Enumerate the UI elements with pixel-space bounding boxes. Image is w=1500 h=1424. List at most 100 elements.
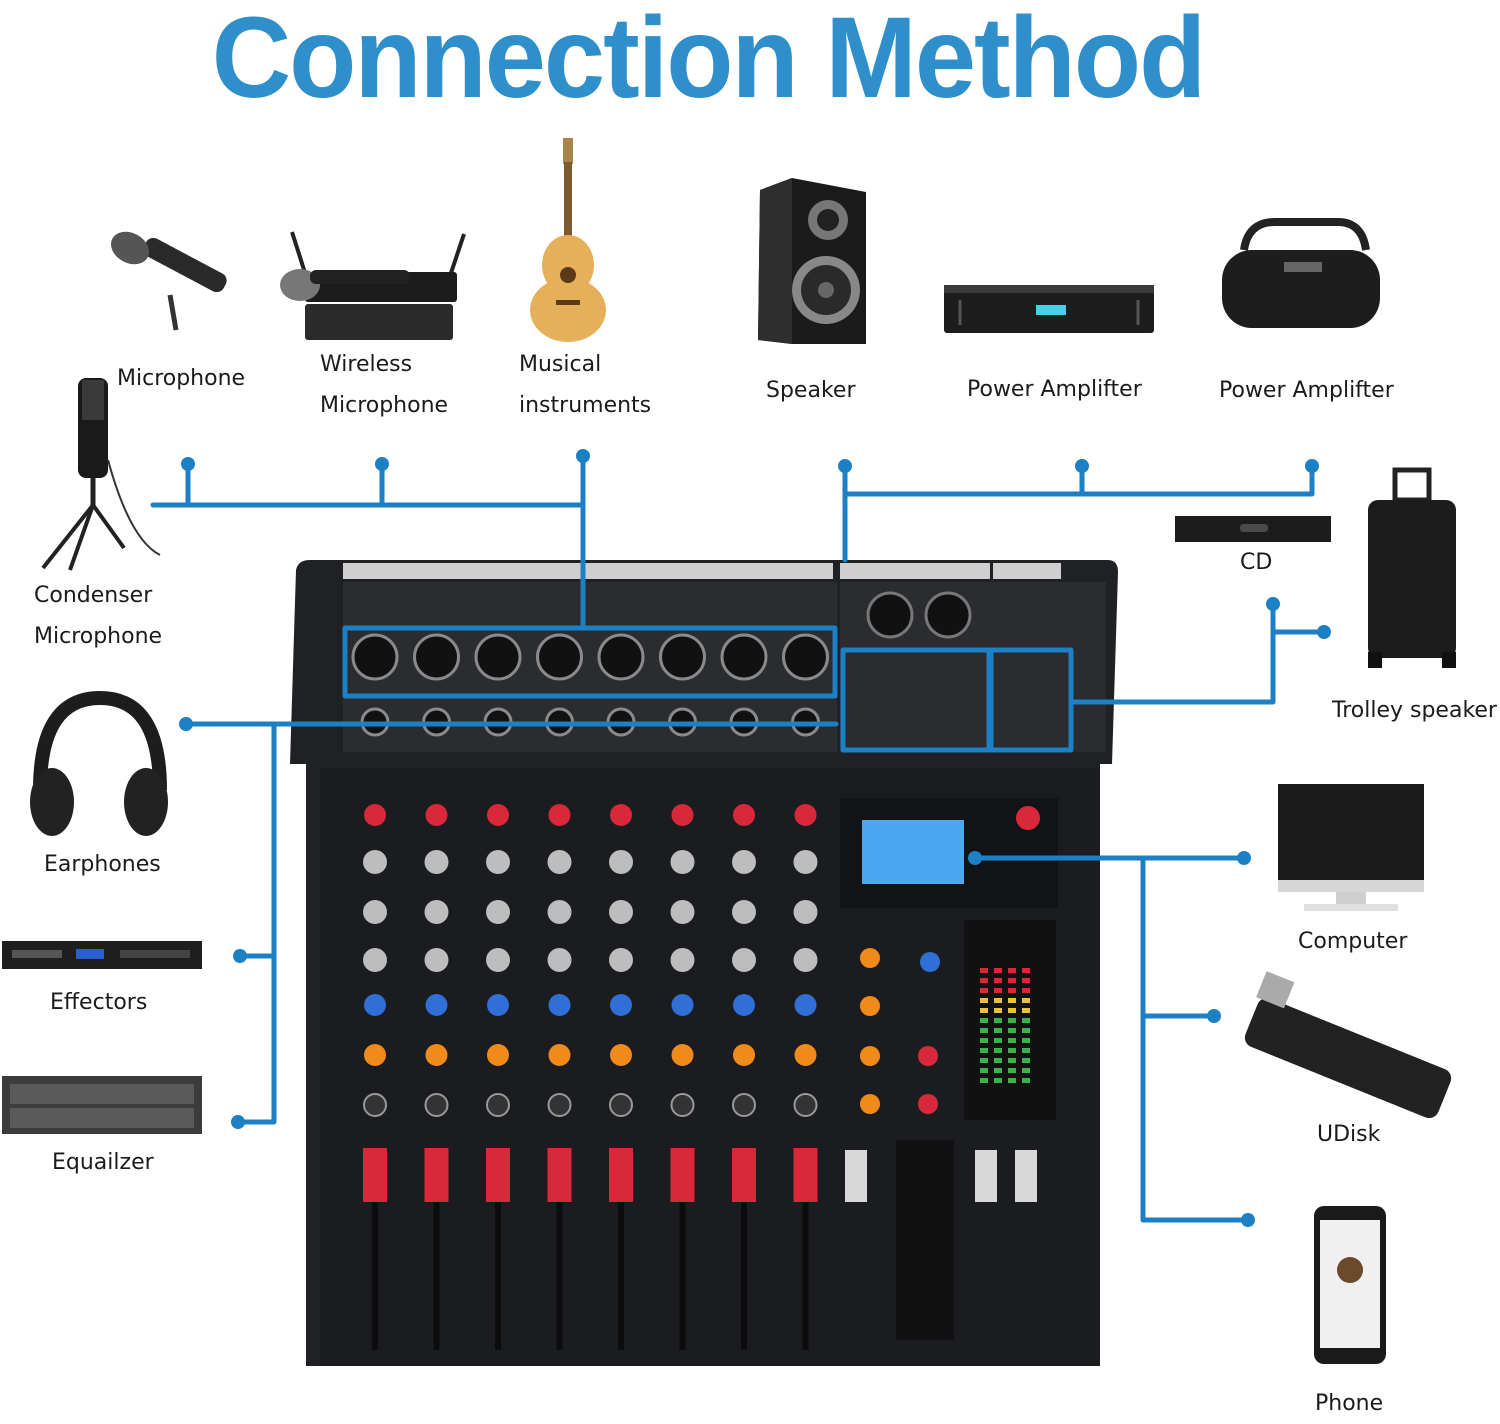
master-knob — [860, 996, 880, 1016]
vu-led — [1008, 1078, 1016, 1083]
fx-knob — [794, 1044, 817, 1066]
vu-led — [980, 1068, 988, 1073]
vu-led — [1008, 1008, 1016, 1013]
eq-knob — [793, 850, 818, 874]
headphones-icon — [30, 690, 168, 836]
vu-led — [994, 978, 1002, 983]
pan-knob — [793, 1093, 818, 1117]
master-knob — [918, 1046, 938, 1066]
fx-knob — [548, 1044, 571, 1066]
microphone-icon — [110, 231, 227, 331]
pan-knob — [486, 1093, 510, 1117]
fader-track — [618, 1150, 624, 1350]
eq-knob — [363, 948, 387, 972]
gain-knob — [794, 804, 817, 826]
vu-led — [994, 1058, 1002, 1063]
output-bus-line — [842, 463, 1315, 563]
line-in-bus-line — [183, 721, 839, 1125]
computer-icon — [1278, 784, 1424, 911]
vu-led — [1022, 968, 1030, 973]
fader-track — [556, 1150, 563, 1350]
fader-track — [741, 1150, 747, 1350]
gain-knob — [425, 804, 448, 826]
eq-knob — [609, 850, 633, 874]
label-earphones: Earphones — [44, 852, 161, 877]
eq-knob — [547, 948, 572, 972]
fx-knob — [364, 1044, 386, 1066]
eq-knob — [486, 900, 510, 924]
gain-knob — [671, 804, 694, 826]
vu-led — [980, 1048, 988, 1053]
phone-icon — [1314, 1206, 1386, 1364]
pan-knob — [732, 1093, 756, 1117]
master-knob — [860, 1094, 880, 1114]
fx-knob — [671, 1044, 694, 1066]
channel-fader — [363, 1148, 387, 1202]
aux-knob — [425, 994, 448, 1016]
speaker-icon — [758, 178, 866, 344]
vu-led — [980, 1038, 988, 1043]
eq-knob — [424, 948, 449, 972]
aux-knob — [364, 994, 386, 1016]
eq-knob — [732, 850, 756, 874]
fx-knob — [610, 1044, 632, 1066]
aux-knob — [733, 994, 755, 1016]
aux-knob — [610, 994, 632, 1016]
eq-knob — [670, 948, 695, 972]
vu-led — [1008, 1068, 1016, 1073]
eq-knob — [670, 850, 695, 874]
master-knob — [860, 1046, 880, 1066]
gain-knob — [487, 804, 509, 826]
master-fader — [1015, 1150, 1037, 1202]
pan-knob — [609, 1093, 633, 1117]
connector-lines — [150, 453, 1327, 1223]
vu-led — [980, 1018, 988, 1023]
vu-led — [1008, 1028, 1016, 1033]
vu-led — [994, 1048, 1002, 1053]
label-phone: Phone — [1315, 1391, 1384, 1416]
wireless-microphone-icon — [280, 231, 466, 340]
channel-fader — [793, 1148, 818, 1202]
trolley-speaker-icon — [1368, 467, 1456, 668]
pan-knob — [547, 1093, 572, 1117]
fader-track — [679, 1150, 686, 1350]
vu-led — [1008, 1058, 1016, 1063]
eq-knob — [793, 900, 818, 924]
eq-knob — [547, 900, 572, 924]
vu-led — [994, 1018, 1002, 1023]
gain-knob — [364, 804, 386, 826]
label-trolley-speaker: Trolley speaker — [1332, 698, 1497, 723]
label-udisk: UDisk — [1317, 1122, 1381, 1147]
master-fader — [845, 1150, 867, 1202]
eq-knob — [486, 850, 510, 874]
input-jacks-highlight — [342, 625, 838, 699]
eq-knob — [609, 948, 633, 972]
fx-knob — [733, 1044, 755, 1066]
vu-led — [994, 1078, 1002, 1083]
eq-knob — [609, 900, 633, 924]
pan-knob — [670, 1093, 695, 1117]
vu-led — [1008, 1038, 1016, 1043]
vu-led — [1022, 988, 1030, 993]
vu-led — [1022, 1058, 1030, 1063]
label-condenser-microphone-line2: Microphone — [34, 624, 163, 649]
xlr-input-jack — [351, 633, 399, 681]
eq-knob — [363, 850, 387, 874]
eq-knob — [793, 948, 818, 972]
eq-knob — [732, 900, 756, 924]
power-amplifier-icon — [944, 285, 1154, 333]
xlr-input-jack — [720, 633, 768, 681]
vu-led — [1008, 1018, 1016, 1023]
equalizer-icon — [2, 1076, 202, 1134]
eq-knob — [486, 948, 510, 972]
fader-track — [372, 1150, 378, 1350]
vu-led — [1022, 1028, 1030, 1033]
vu-led — [1022, 1068, 1030, 1073]
label-power-amplifier-2: Power Amplifter — [1219, 378, 1394, 403]
vu-led — [980, 988, 988, 993]
gain-knob — [548, 804, 571, 826]
boombox-icon — [1222, 218, 1380, 328]
label-equalizer: Equailzer — [52, 1150, 154, 1175]
vu-led — [1008, 988, 1016, 993]
vu-led — [1022, 978, 1030, 983]
